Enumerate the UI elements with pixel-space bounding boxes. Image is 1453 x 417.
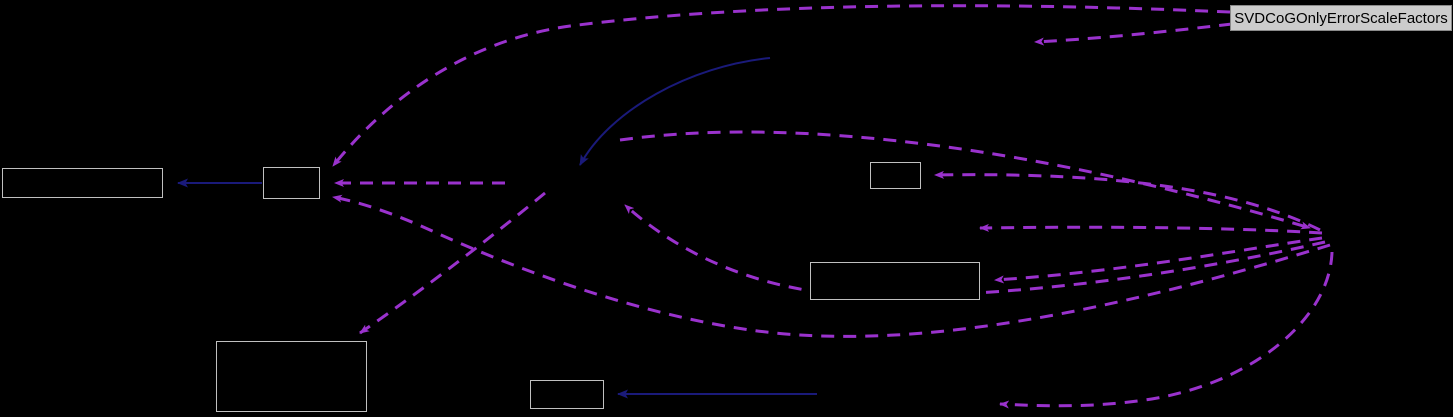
edge-dashed-low-sweep-left xyxy=(623,203,1326,298)
edge-group-dashed xyxy=(331,4,1334,409)
edge-dashed-bottom-curve xyxy=(999,251,1334,409)
edge-dashed-top-short xyxy=(1034,22,1233,46)
edge-dashed-to-mid-wide xyxy=(994,236,1323,284)
edge-dashed-to-bottom-left xyxy=(359,191,546,335)
edge-dashed-into-convergence xyxy=(619,130,1311,230)
graph-node-left-wide[interactable] xyxy=(2,168,163,198)
edge-dashed-top-long xyxy=(331,4,1231,167)
edge-dashed-lower-sweep-right xyxy=(332,194,1331,338)
edge-dashed-fan-upper xyxy=(979,223,1323,235)
graph-node-bottom-small[interactable] xyxy=(530,380,604,409)
edge-group-solid xyxy=(177,57,817,399)
graph-node-mid-wide[interactable] xyxy=(810,262,980,300)
graph-node-small-upper-right[interactable] xyxy=(870,162,921,189)
graph-node-label: SVDCoGOnlyErrorScaleFactors xyxy=(1234,9,1448,27)
edge-dashed-to-small-upper-right xyxy=(934,170,1321,232)
graph-node-small-mid-left[interactable] xyxy=(263,167,320,199)
graph-node-bottom-left[interactable] xyxy=(216,341,367,412)
graph-node-svd-cog-only-error-scale-factors[interactable]: SVDCoGOnlyErrorScaleFactors xyxy=(1230,5,1452,31)
edge-solid-inherit-curve xyxy=(579,57,771,166)
